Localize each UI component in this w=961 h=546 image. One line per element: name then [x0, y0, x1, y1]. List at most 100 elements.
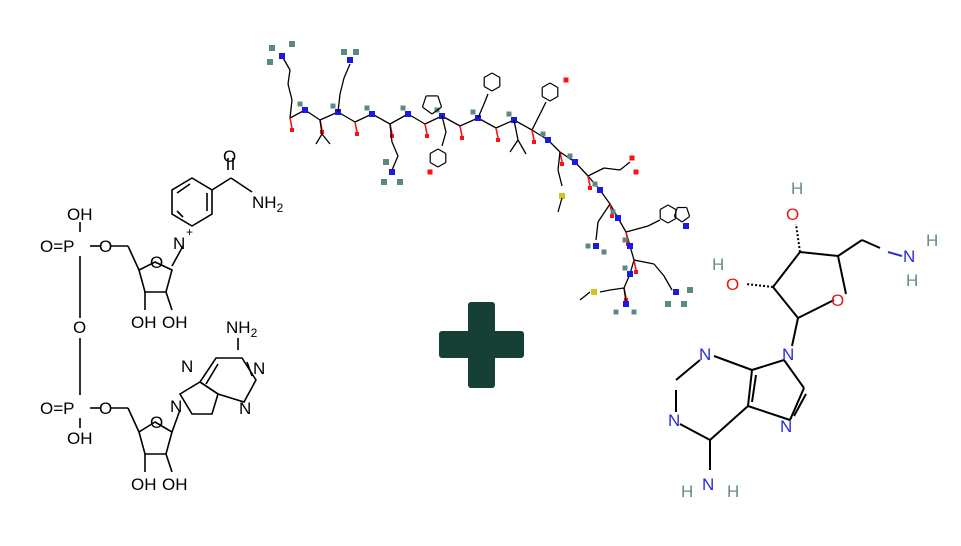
purine-n9-label: N [782, 345, 794, 364]
peptide-atom [627, 243, 633, 249]
peptide-bond [674, 215, 683, 223]
peptide-bond [625, 231, 629, 243]
peptide-atom [289, 41, 295, 47]
plus-icon [439, 302, 524, 388]
peptide-bond [541, 95, 551, 102]
nad-labels: O NH2 N + OH O=P O O O OH OH NH2 N N N N… [40, 147, 284, 494]
peptide-bond [315, 133, 323, 145]
peptide-bond [437, 95, 443, 108]
peptide-bond [557, 169, 563, 187]
adenine-n1-label: N [253, 359, 265, 378]
peptide-bond [495, 127, 499, 139]
peptide-atom [400, 105, 406, 111]
ribose2-oh-left-label: OH [131, 475, 157, 494]
peptide-atom [355, 132, 359, 136]
peptide-atom [390, 134, 394, 138]
purine-amine-h2-label: H [727, 482, 739, 501]
peptide-atom [681, 301, 687, 307]
peptide-bond [441, 131, 447, 147]
peptide-bond [319, 119, 323, 135]
adenine-n9-label: N [170, 397, 182, 416]
adenosine-labels: H O H O O N H H N N N N N H H [668, 179, 938, 501]
peptide-atom [290, 128, 294, 132]
peptide-bond [539, 101, 547, 115]
peptide-bond [531, 113, 541, 131]
peptide-atom [627, 271, 633, 277]
peptide-atom [622, 237, 628, 243]
peptide-atom [633, 169, 639, 175]
peptide-bond [391, 155, 399, 171]
peptide-atom [297, 101, 303, 107]
peptide-bond [667, 204, 677, 211]
purine-amine-h1-label: H [681, 482, 693, 501]
peptide-bond [557, 151, 561, 171]
peptide-atom [330, 103, 336, 109]
amide-nh2-label: NH2 [252, 193, 284, 215]
peptide-atom [383, 159, 389, 165]
adenine-n7-label: N [181, 357, 193, 376]
peptide-bond [441, 115, 447, 133]
peptide-bond [491, 72, 501, 79]
top-oxygen-label: O [786, 205, 799, 224]
peptide-atom [397, 179, 403, 185]
peptide-bond [603, 167, 621, 171]
phosphate1-label: O=P [40, 237, 75, 256]
peptide-bond [681, 215, 690, 223]
peptide-bond [517, 139, 527, 155]
peptide-atom [560, 162, 564, 166]
peptide-bond [659, 217, 669, 224]
peptide-bond [673, 207, 678, 217]
peptide-bond [647, 219, 661, 227]
peptide-bond [513, 119, 519, 141]
peptide-atom [341, 49, 347, 55]
peptide-bond [557, 197, 563, 213]
peptide-bond [663, 275, 673, 291]
peptide-atom [425, 134, 429, 138]
peptide-bond [391, 141, 399, 157]
peptide-atom [532, 140, 536, 144]
purine-n7-label: N [780, 417, 792, 436]
peptide-atom [687, 287, 693, 293]
peptide-bond [437, 161, 447, 168]
peptide-atom [665, 301, 671, 307]
adenine-n3-label: N [239, 399, 251, 418]
peptide-atom [269, 45, 275, 51]
peptide-bond [659, 204, 669, 211]
ribose1-oh-right-label: OH [162, 313, 188, 332]
peptide-atom [563, 77, 569, 83]
peptide-atom [588, 186, 592, 190]
peptide-bond [483, 72, 493, 79]
ring-oxygen-label: O [831, 291, 844, 310]
peptide-structure [267, 41, 693, 315]
peptide-bond [437, 148, 447, 155]
peptide-atom [496, 138, 500, 142]
peptide-atom [572, 159, 578, 165]
purine-amine-n-label: N [702, 475, 714, 494]
peptide-atom [405, 111, 411, 117]
peptide-bond [509, 139, 519, 153]
peptide-bond [287, 69, 291, 85]
phosphate1-oh-label: OH [67, 205, 93, 224]
peptide-atom [673, 289, 679, 295]
peptide-atom [369, 111, 375, 117]
peptide-atom [381, 179, 387, 185]
peptide-atom [353, 49, 359, 55]
ribose2-ring-o-label: O [150, 413, 163, 432]
peptide-atom [629, 155, 635, 161]
peptide-atom [597, 187, 603, 193]
amide-oxygen-label: O [223, 147, 236, 166]
peptide-atom [591, 289, 597, 295]
peptide-bond [289, 99, 293, 119]
peptide-atom [623, 301, 629, 307]
peptide-atom [267, 59, 273, 65]
peptide-bond [587, 167, 605, 177]
peptide-bond [354, 121, 358, 133]
peptide-atom [427, 169, 433, 175]
peptide-bond [595, 221, 599, 241]
peptide-bond [321, 133, 331, 145]
peptide-bond [579, 291, 591, 301]
bridge-oxygen-label: O [73, 318, 86, 337]
peptide-bond [549, 82, 559, 89]
peptide-atom [593, 243, 599, 249]
